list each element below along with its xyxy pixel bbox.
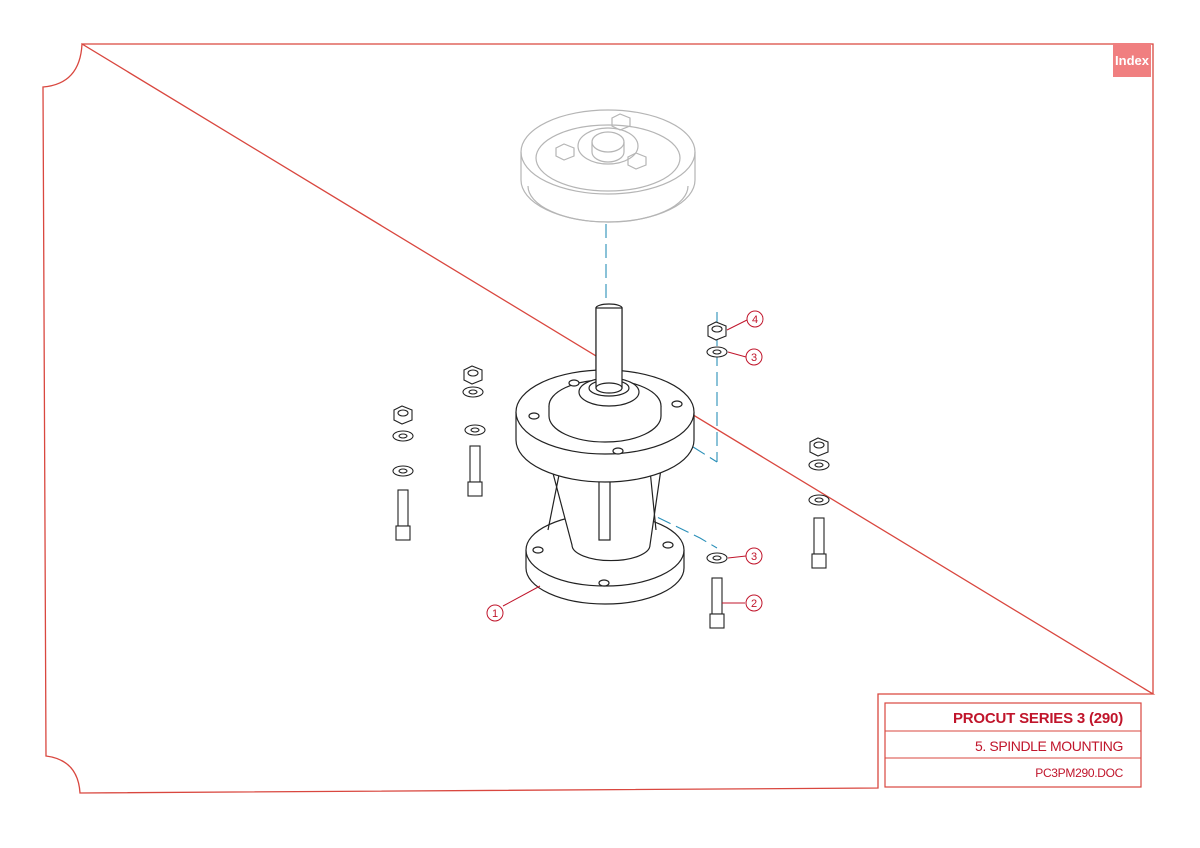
callout-3-upper: 3 xyxy=(745,348,763,366)
svg-text:4: 4 xyxy=(752,314,758,326)
callout-leaders xyxy=(502,319,748,607)
index-button[interactable]: Index xyxy=(1113,43,1151,77)
title-block-document: PC3PM290.DOC xyxy=(1035,766,1123,780)
callout-3-lower: 3 xyxy=(745,547,763,565)
callout-2: 2 xyxy=(745,594,763,612)
sheet-border xyxy=(42,42,1156,794)
fasteners xyxy=(392,321,830,629)
svg-text:3: 3 xyxy=(751,352,757,364)
svg-text:2: 2 xyxy=(751,598,757,610)
callout-4: 4 xyxy=(746,310,764,328)
title-block-title: PROCUT SERIES 3 (290) xyxy=(952,709,1123,727)
svg-text:1: 1 xyxy=(492,608,498,620)
svg-text:3: 3 xyxy=(751,551,757,563)
spindle-housing xyxy=(515,303,695,605)
title-block-frame xyxy=(884,702,1142,788)
pulley-ghost xyxy=(520,109,696,223)
title-block-subtitle: 5. SPINDLE MOUNTING xyxy=(975,738,1123,754)
callout-1: 1 xyxy=(486,604,504,622)
